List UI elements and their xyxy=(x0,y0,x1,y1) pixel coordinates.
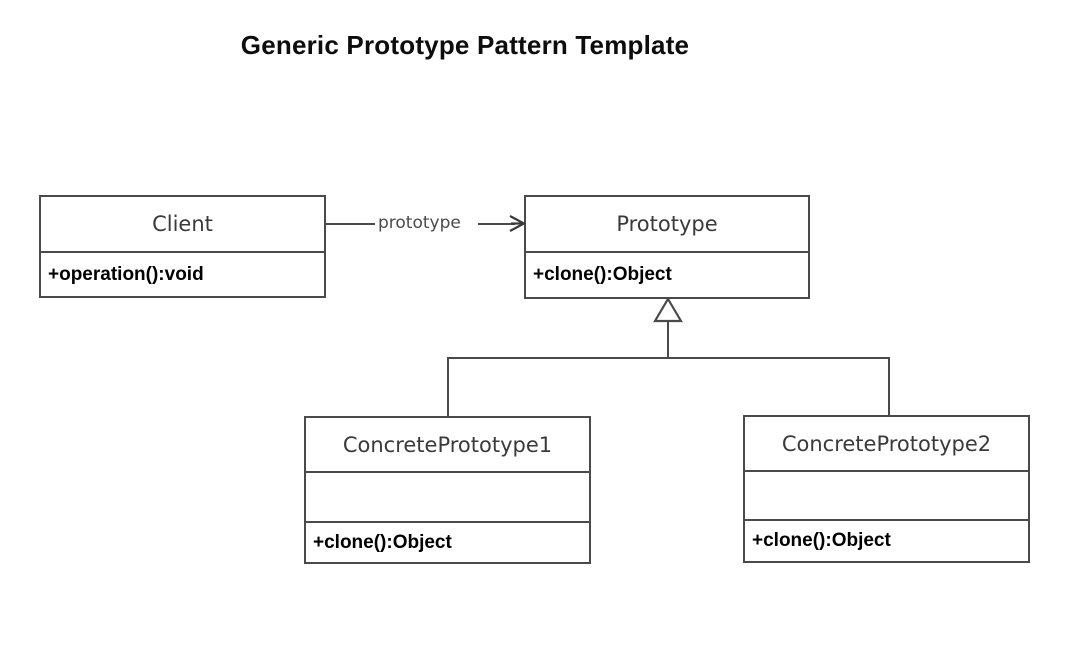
class-box-concrete-prototype-2[interactable]: ConcretePrototype2 +clone():Object xyxy=(743,415,1030,563)
operation-concrete-prototype-1-clone: +clone():Object xyxy=(313,531,452,553)
operation-prototype-clone: +clone():Object xyxy=(533,264,672,285)
class-name-client: Client xyxy=(152,212,213,236)
class-name-compartment-client: Client xyxy=(41,197,324,251)
class-operations-compartment-client: +operation():void xyxy=(41,251,324,296)
class-name-compartment-concrete-prototype-1: ConcretePrototype1 xyxy=(306,418,589,471)
class-attributes-compartment-concrete-prototype-2 xyxy=(745,470,1028,519)
class-attributes-compartment-concrete-prototype-1 xyxy=(306,471,589,521)
class-box-prototype[interactable]: Prototype +clone():Object xyxy=(524,195,810,299)
class-name-compartment-concrete-prototype-2: ConcretePrototype2 xyxy=(745,417,1028,470)
page-title: Generic Prototype Pattern Template xyxy=(240,30,690,60)
operation-concrete-prototype-2-clone: +clone():Object xyxy=(752,530,891,551)
association-label-prototype: prototype xyxy=(378,213,461,233)
generalization-drop-line-concrete-prototype-2 xyxy=(888,357,890,416)
class-name-compartment-prototype: Prototype xyxy=(526,197,808,251)
class-operations-compartment-concrete-prototype-1: +clone():Object xyxy=(306,521,589,562)
class-name-prototype: Prototype xyxy=(616,212,718,236)
operation-client-operation: +operation():void xyxy=(48,263,204,285)
class-box-concrete-prototype-1[interactable]: ConcretePrototype1 +clone():Object xyxy=(304,416,591,564)
generalization-stem-line xyxy=(667,320,669,358)
class-name-concrete-prototype-2: ConcretePrototype2 xyxy=(781,431,992,456)
class-operations-compartment-prototype: +clone():Object xyxy=(526,251,808,297)
class-box-client[interactable]: Client +operation():void xyxy=(39,195,326,298)
association-line-left-segment xyxy=(326,223,375,225)
class-name-concrete-prototype-1: ConcretePrototype1 xyxy=(342,432,553,457)
generalization-drop-line-concrete-prototype-1 xyxy=(447,357,449,417)
generalization-bus-line xyxy=(447,357,890,359)
class-operations-compartment-concrete-prototype-2: +clone():Object xyxy=(745,519,1028,561)
association-line-right-segment xyxy=(478,223,515,225)
association-arrowhead-icon xyxy=(509,215,526,232)
